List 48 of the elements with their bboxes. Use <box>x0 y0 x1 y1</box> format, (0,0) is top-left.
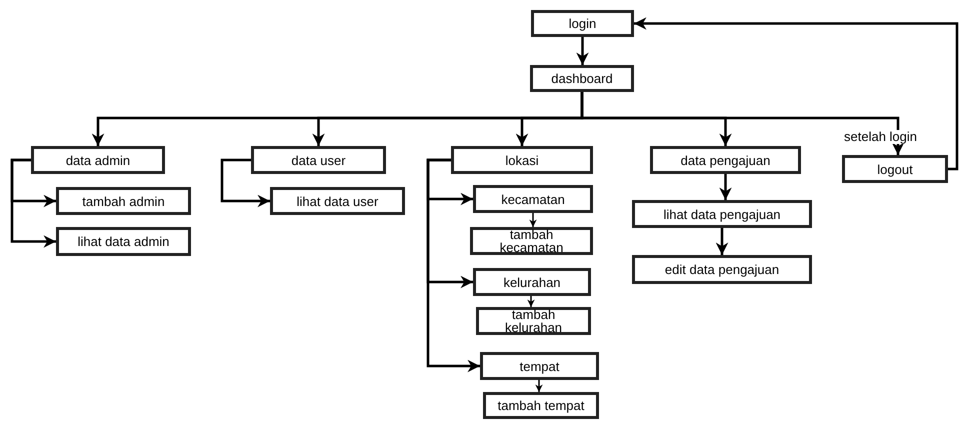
arrow <box>10 158 56 248</box>
process-box <box>842 155 948 183</box>
process-box <box>476 307 591 335</box>
box-label: data user <box>291 154 346 166</box>
box-label: tambah tempat <box>498 399 584 412</box>
process-box <box>470 227 593 255</box>
arrow <box>535 380 543 392</box>
process-box <box>632 200 812 228</box>
process-box <box>632 255 812 284</box>
process-box <box>56 227 191 256</box>
edge-label: setelah login <box>844 130 917 144</box>
arrow <box>527 296 535 307</box>
box-label: lokasi <box>505 154 539 166</box>
arrow <box>426 158 480 372</box>
process-box <box>530 65 634 92</box>
box-label: lihat data pengajuan <box>663 208 781 220</box>
box-label: tempat <box>520 360 560 372</box>
process-box <box>270 187 405 215</box>
arrow <box>580 92 904 155</box>
box-label: tambah kelurahan <box>504 308 564 334</box>
box-label: logout <box>877 162 913 176</box>
process-box <box>251 146 386 174</box>
process-box <box>31 146 165 174</box>
arrow <box>576 37 589 65</box>
process-box <box>473 185 593 213</box>
box-label: lihat data user <box>296 194 378 208</box>
box-label: tambah admin <box>82 194 165 208</box>
box-label: lihat data admin <box>78 235 170 248</box>
box-label: login <box>568 17 596 30</box>
arrow <box>634 17 958 170</box>
process-box <box>650 146 801 174</box>
box-label: kelurahan <box>503 276 561 288</box>
arrow <box>529 213 537 227</box>
box-label: data admin <box>66 154 130 166</box>
process-box <box>473 268 591 296</box>
process-box <box>56 187 191 215</box>
arrow <box>220 158 270 208</box>
arrow <box>719 174 732 200</box>
process-box <box>451 146 593 174</box>
process-box <box>531 10 634 37</box>
box-label: dashboard <box>551 72 613 85</box>
box-label: edit data pengajuan <box>664 263 780 276</box>
arrow <box>716 228 728 255</box>
box-label: kecamatan <box>501 192 565 206</box>
process-box <box>483 392 599 419</box>
process-box <box>480 352 599 380</box>
box-label: tambah kecamatan <box>498 228 564 254</box>
box-label: data pengajuan <box>680 154 770 166</box>
